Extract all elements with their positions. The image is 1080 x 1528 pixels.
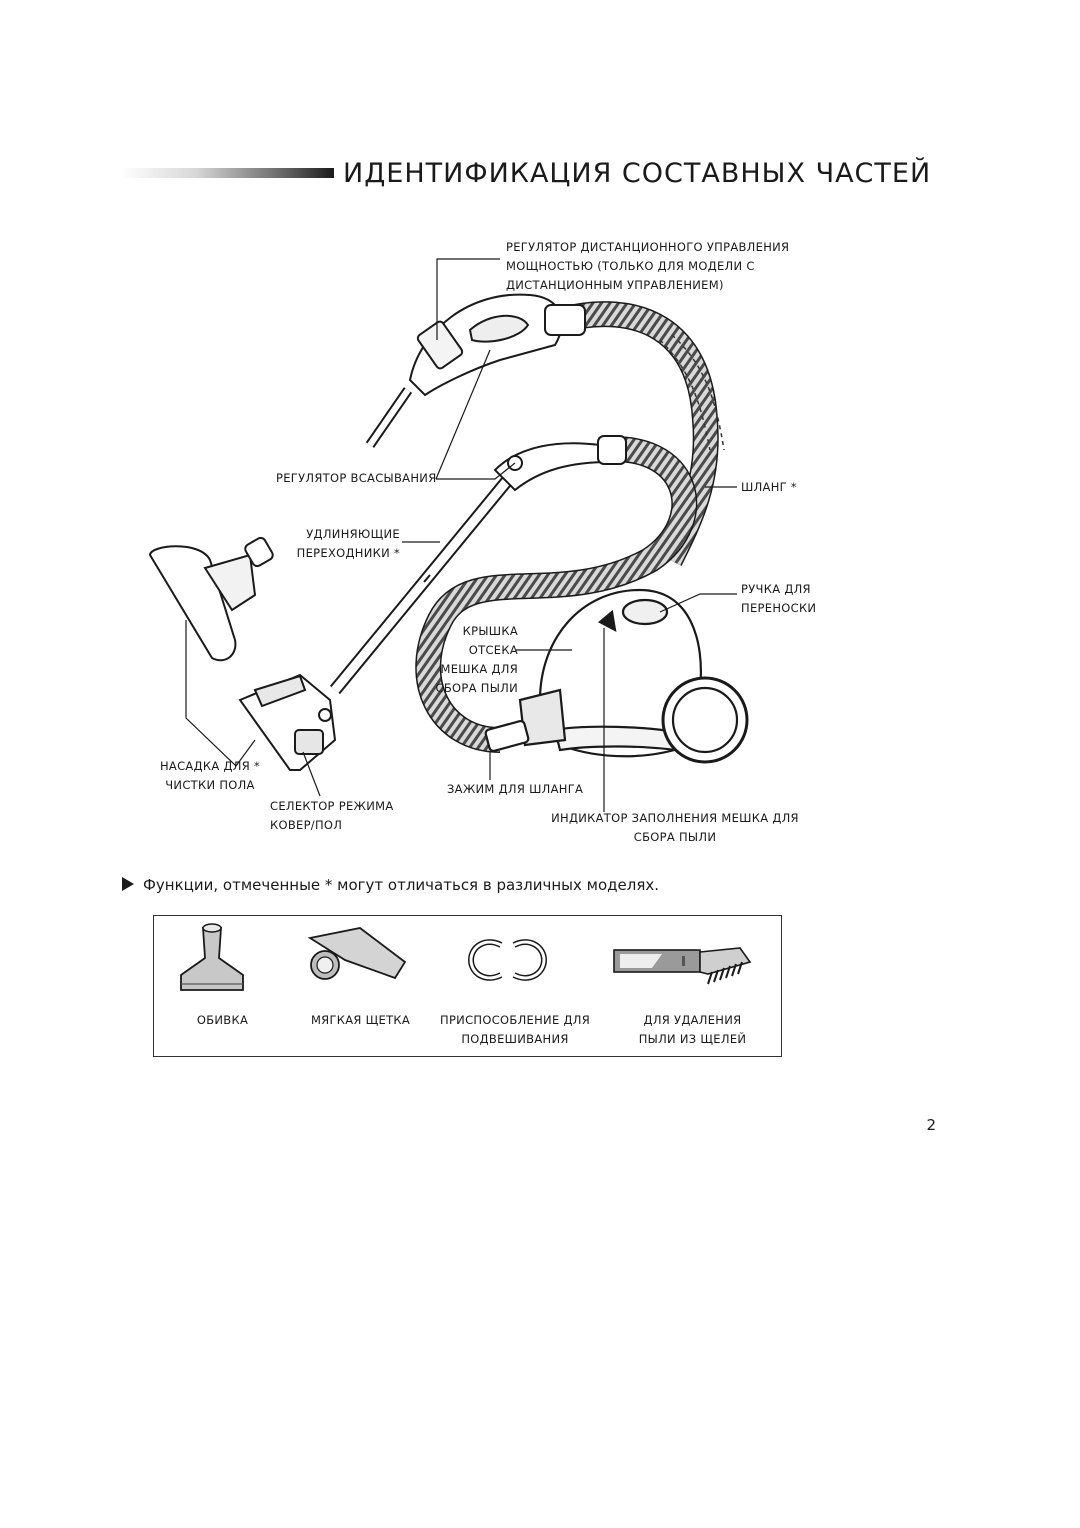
crevice-tool-icon: [613, 947, 752, 985]
soft-brush-icon: [307, 927, 407, 980]
label-bag-indicator: ИНДИКАТОР ЗАПОЛНЕНИЯ МЕШКА ДЛЯ СБОРА ПЫЛ…: [551, 811, 799, 844]
label-suction-regulator: РЕГУЛЯТОР ВСАСЫВАНИЯ: [276, 471, 437, 485]
label-carry-handle: РУЧКА ДЛЯ ПЕРЕНОСКИ: [741, 582, 817, 615]
label-extension-tubes: УДЛИНЯЮЩИЕ ПЕРЕХОДНИКИ *: [296, 527, 400, 560]
floor-nozzle-side-illustration: [148, 536, 274, 662]
triangle-bullet-icon: [122, 877, 134, 891]
accessory-label-hanging-clip: ПРИСПОСОБЛЕНИЕ ДЛЯ ПОДВЕШИВАНИЯ: [440, 1013, 590, 1046]
hose-handle-illustration: [365, 293, 586, 448]
accessory-label-soft-brush: МЯГКАЯ ЩЕТКА: [310, 1013, 411, 1027]
vacuum-cleaner-diagram: [148, 258, 749, 812]
page-title: ИДЕНТИФИКАЦИЯ СОСТАВНЫХ ЧАСТЕЙ: [343, 158, 932, 189]
label-remote-control: РЕГУЛЯТОР ДИСТАНЦИОННОГО УПРАВЛЕНИЯ МОЩН…: [506, 240, 790, 292]
hanging-clip-icon: [467, 939, 548, 981]
label-hose-clamp: ЗАЖИМ ДЛЯ ШЛАНГА: [447, 782, 584, 796]
page-number: 2: [926, 1116, 936, 1134]
label-floor-nozzle: НАСАДКА ДЛЯ * ЧИСТКИ ПОЛА: [159, 759, 260, 792]
hose-illustration: [415, 301, 725, 753]
header-gradient-bar: [120, 168, 334, 178]
extension-tube-illustration: [329, 460, 526, 695]
label-hose: ШЛАНГ *: [741, 480, 797, 494]
accessory-label-upholstery: ОБИВКА: [196, 1013, 249, 1027]
accessories-box: [153, 915, 782, 1057]
label-bag-cover: КРЫШКА ОТСЕКА МЕШКА ДЛЯ СБОРА ПЫЛИ: [435, 624, 518, 695]
vacuum-body-illustration: [484, 588, 749, 764]
floor-nozzle-illustration: [238, 673, 337, 771]
accessory-label-crevice-tool: ДЛЯ УДАЛЕНИЯ ПЫЛИ ИЗ ЩЕЛЕЙ: [638, 1013, 747, 1046]
models-note: Функции, отмеченные * могут отличаться в…: [122, 874, 659, 896]
upholstery-tool-icon: [180, 923, 244, 991]
leader-lines: [185, 258, 737, 812]
label-mode-selector: СЕЛЕКТОР РЕЖИМА КОВЕР/ПОЛ: [270, 799, 394, 832]
